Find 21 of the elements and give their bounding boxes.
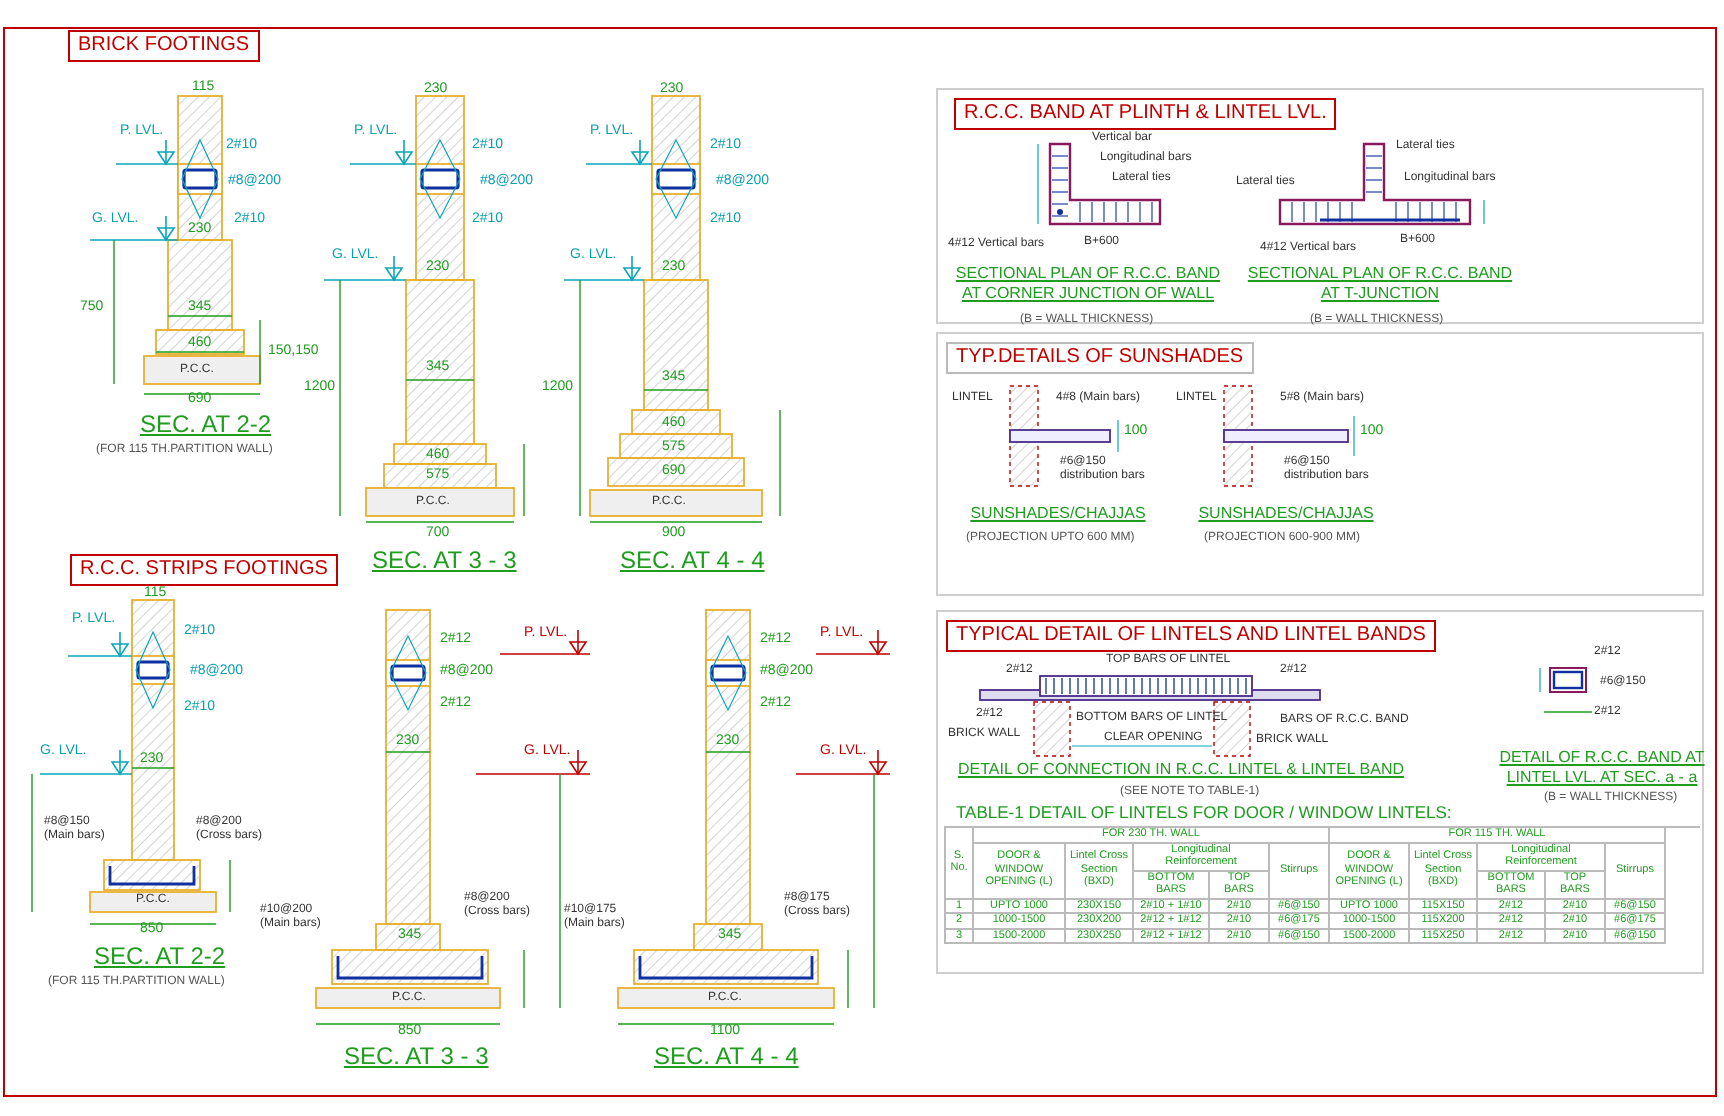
section-caption: SEC. AT 3 - 3	[372, 548, 517, 572]
title-box: R.C.C. BAND AT PLINTH & LINTEL LVL.	[954, 98, 1337, 130]
section-caption: SEC. AT 2-2	[94, 944, 226, 968]
section-caption: SEC. AT 4 - 4	[620, 548, 765, 572]
detail-panel	[936, 610, 1704, 974]
section-caption: DETAIL OF CONNECTION IN R.C.C. LINTEL & LINTEL BAND	[956, 760, 1406, 780]
section-caption: SUNSHADES/CHAJJAS	[968, 504, 1148, 524]
section-caption: SEC. AT 4 - 4	[654, 1044, 799, 1068]
section-caption: SEC. AT 2-2	[140, 412, 272, 436]
section-caption: SUNSHADES/CHAJJAS	[1196, 504, 1376, 524]
title-box: R.C.C. STRIPS FOOTINGS	[70, 554, 338, 586]
detail-panel	[936, 88, 1704, 324]
detail-panel	[936, 332, 1704, 596]
section-caption: SECTIONAL PLAN OF R.C.C. BAND AT T-JUNCTION	[1245, 264, 1515, 304]
title-box: BRICK FOOTINGS	[68, 30, 260, 62]
title-box: TYPICAL DETAIL OF LINTELS AND LINTEL BANDS	[946, 620, 1436, 652]
section-caption: SECTIONAL PLAN OF R.C.C. BAND AT CORNER JUNCTION OF WALL	[953, 264, 1223, 304]
title-box: TYP.DETAILS OF SUNSHADES	[946, 342, 1254, 374]
section-caption: SEC. AT 3 - 3	[344, 1044, 489, 1068]
table-title: TABLE-1 DETAIL OF LINTELS FOR DOOR / WINDOW LINTELS:	[956, 804, 1452, 821]
section-caption: DETAIL OF R.C.C. BAND AT LINTEL LVL. AT SEC. a - a	[1497, 748, 1707, 788]
